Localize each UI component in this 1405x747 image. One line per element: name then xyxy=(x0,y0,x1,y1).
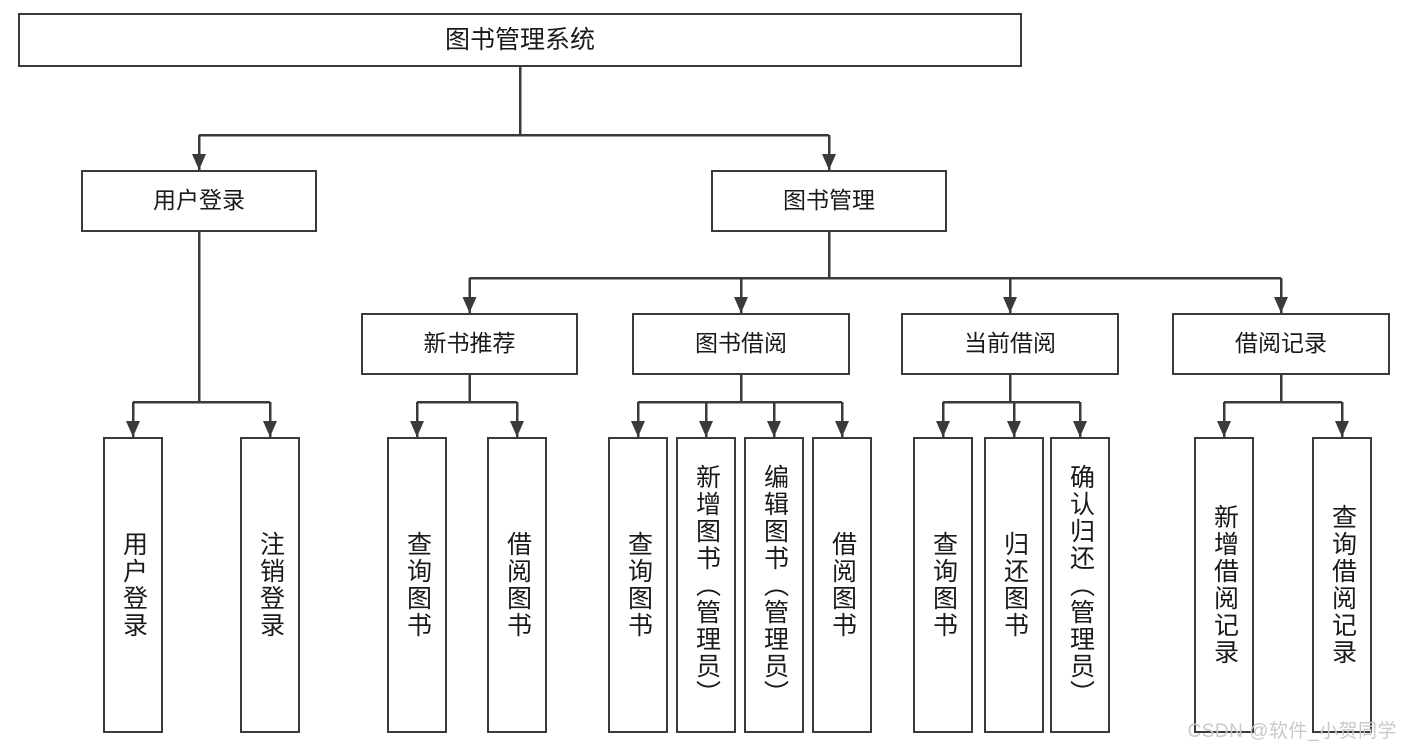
node-current[interactable]: 当前借阅 xyxy=(901,313,1119,375)
node-label: 借阅图书 xyxy=(503,531,532,639)
node-login[interactable]: 用户登录 xyxy=(81,170,317,232)
node-records[interactable]: 借阅记录 xyxy=(1172,313,1390,375)
node-leaf-borrow-1[interactable]: 查询图书 xyxy=(608,437,668,733)
node-label: 借阅图书 xyxy=(828,531,857,639)
node-leaf-borrow-2[interactable]: 新增图书（管理员） xyxy=(676,437,736,733)
node-leaf-current-1[interactable]: 查询图书 xyxy=(913,437,973,733)
node-label: 新增借阅记录 xyxy=(1210,504,1239,666)
node-label: 借阅记录 xyxy=(1235,330,1327,357)
node-leaf-borrow-3[interactable]: 编辑图书（管理员） xyxy=(744,437,804,733)
node-label: 注销登录 xyxy=(256,531,285,639)
node-leaf-newrec-2[interactable]: 借阅图书 xyxy=(487,437,547,733)
node-leaf-login-2[interactable]: 注销登录 xyxy=(240,437,300,733)
node-label: 新增图书（管理员） xyxy=(692,463,721,707)
node-leaf-login-1[interactable]: 用户登录 xyxy=(103,437,163,733)
node-leaf-records-1[interactable]: 新增借阅记录 xyxy=(1194,437,1254,733)
node-leaf-newrec-1[interactable]: 查询图书 xyxy=(387,437,447,733)
node-root[interactable]: 图书管理系统 xyxy=(18,13,1022,67)
node-bookmgmt[interactable]: 图书管理 xyxy=(711,170,947,232)
node-label: 编辑图书（管理员） xyxy=(760,463,789,707)
node-label: 查询图书 xyxy=(403,531,432,639)
node-leaf-borrow-4[interactable]: 借阅图书 xyxy=(812,437,872,733)
node-label: 查询借阅记录 xyxy=(1328,504,1357,666)
node-leaf-current-3[interactable]: 确认归还（管理员） xyxy=(1050,437,1110,733)
node-label: 用户登录 xyxy=(119,531,148,639)
node-leaf-current-2[interactable]: 归还图书 xyxy=(984,437,1044,733)
node-leaf-records-2[interactable]: 查询借阅记录 xyxy=(1312,437,1372,733)
node-label: 查询图书 xyxy=(929,531,958,639)
node-label: 归还图书 xyxy=(1000,531,1029,639)
node-label: 用户登录 xyxy=(153,187,245,214)
node-label: 图书管理系统 xyxy=(444,26,595,54)
node-label: 新书推荐 xyxy=(423,330,516,357)
node-label: 图书管理 xyxy=(783,187,875,214)
node-borrow[interactable]: 图书借阅 xyxy=(632,313,850,375)
node-label: 确认归还（管理员） xyxy=(1066,463,1095,707)
node-label: 当前借阅 xyxy=(964,330,1056,357)
node-label: 查询图书 xyxy=(624,531,653,639)
node-label: 图书借阅 xyxy=(695,330,787,357)
node-newrec[interactable]: 新书推荐 xyxy=(361,313,578,375)
